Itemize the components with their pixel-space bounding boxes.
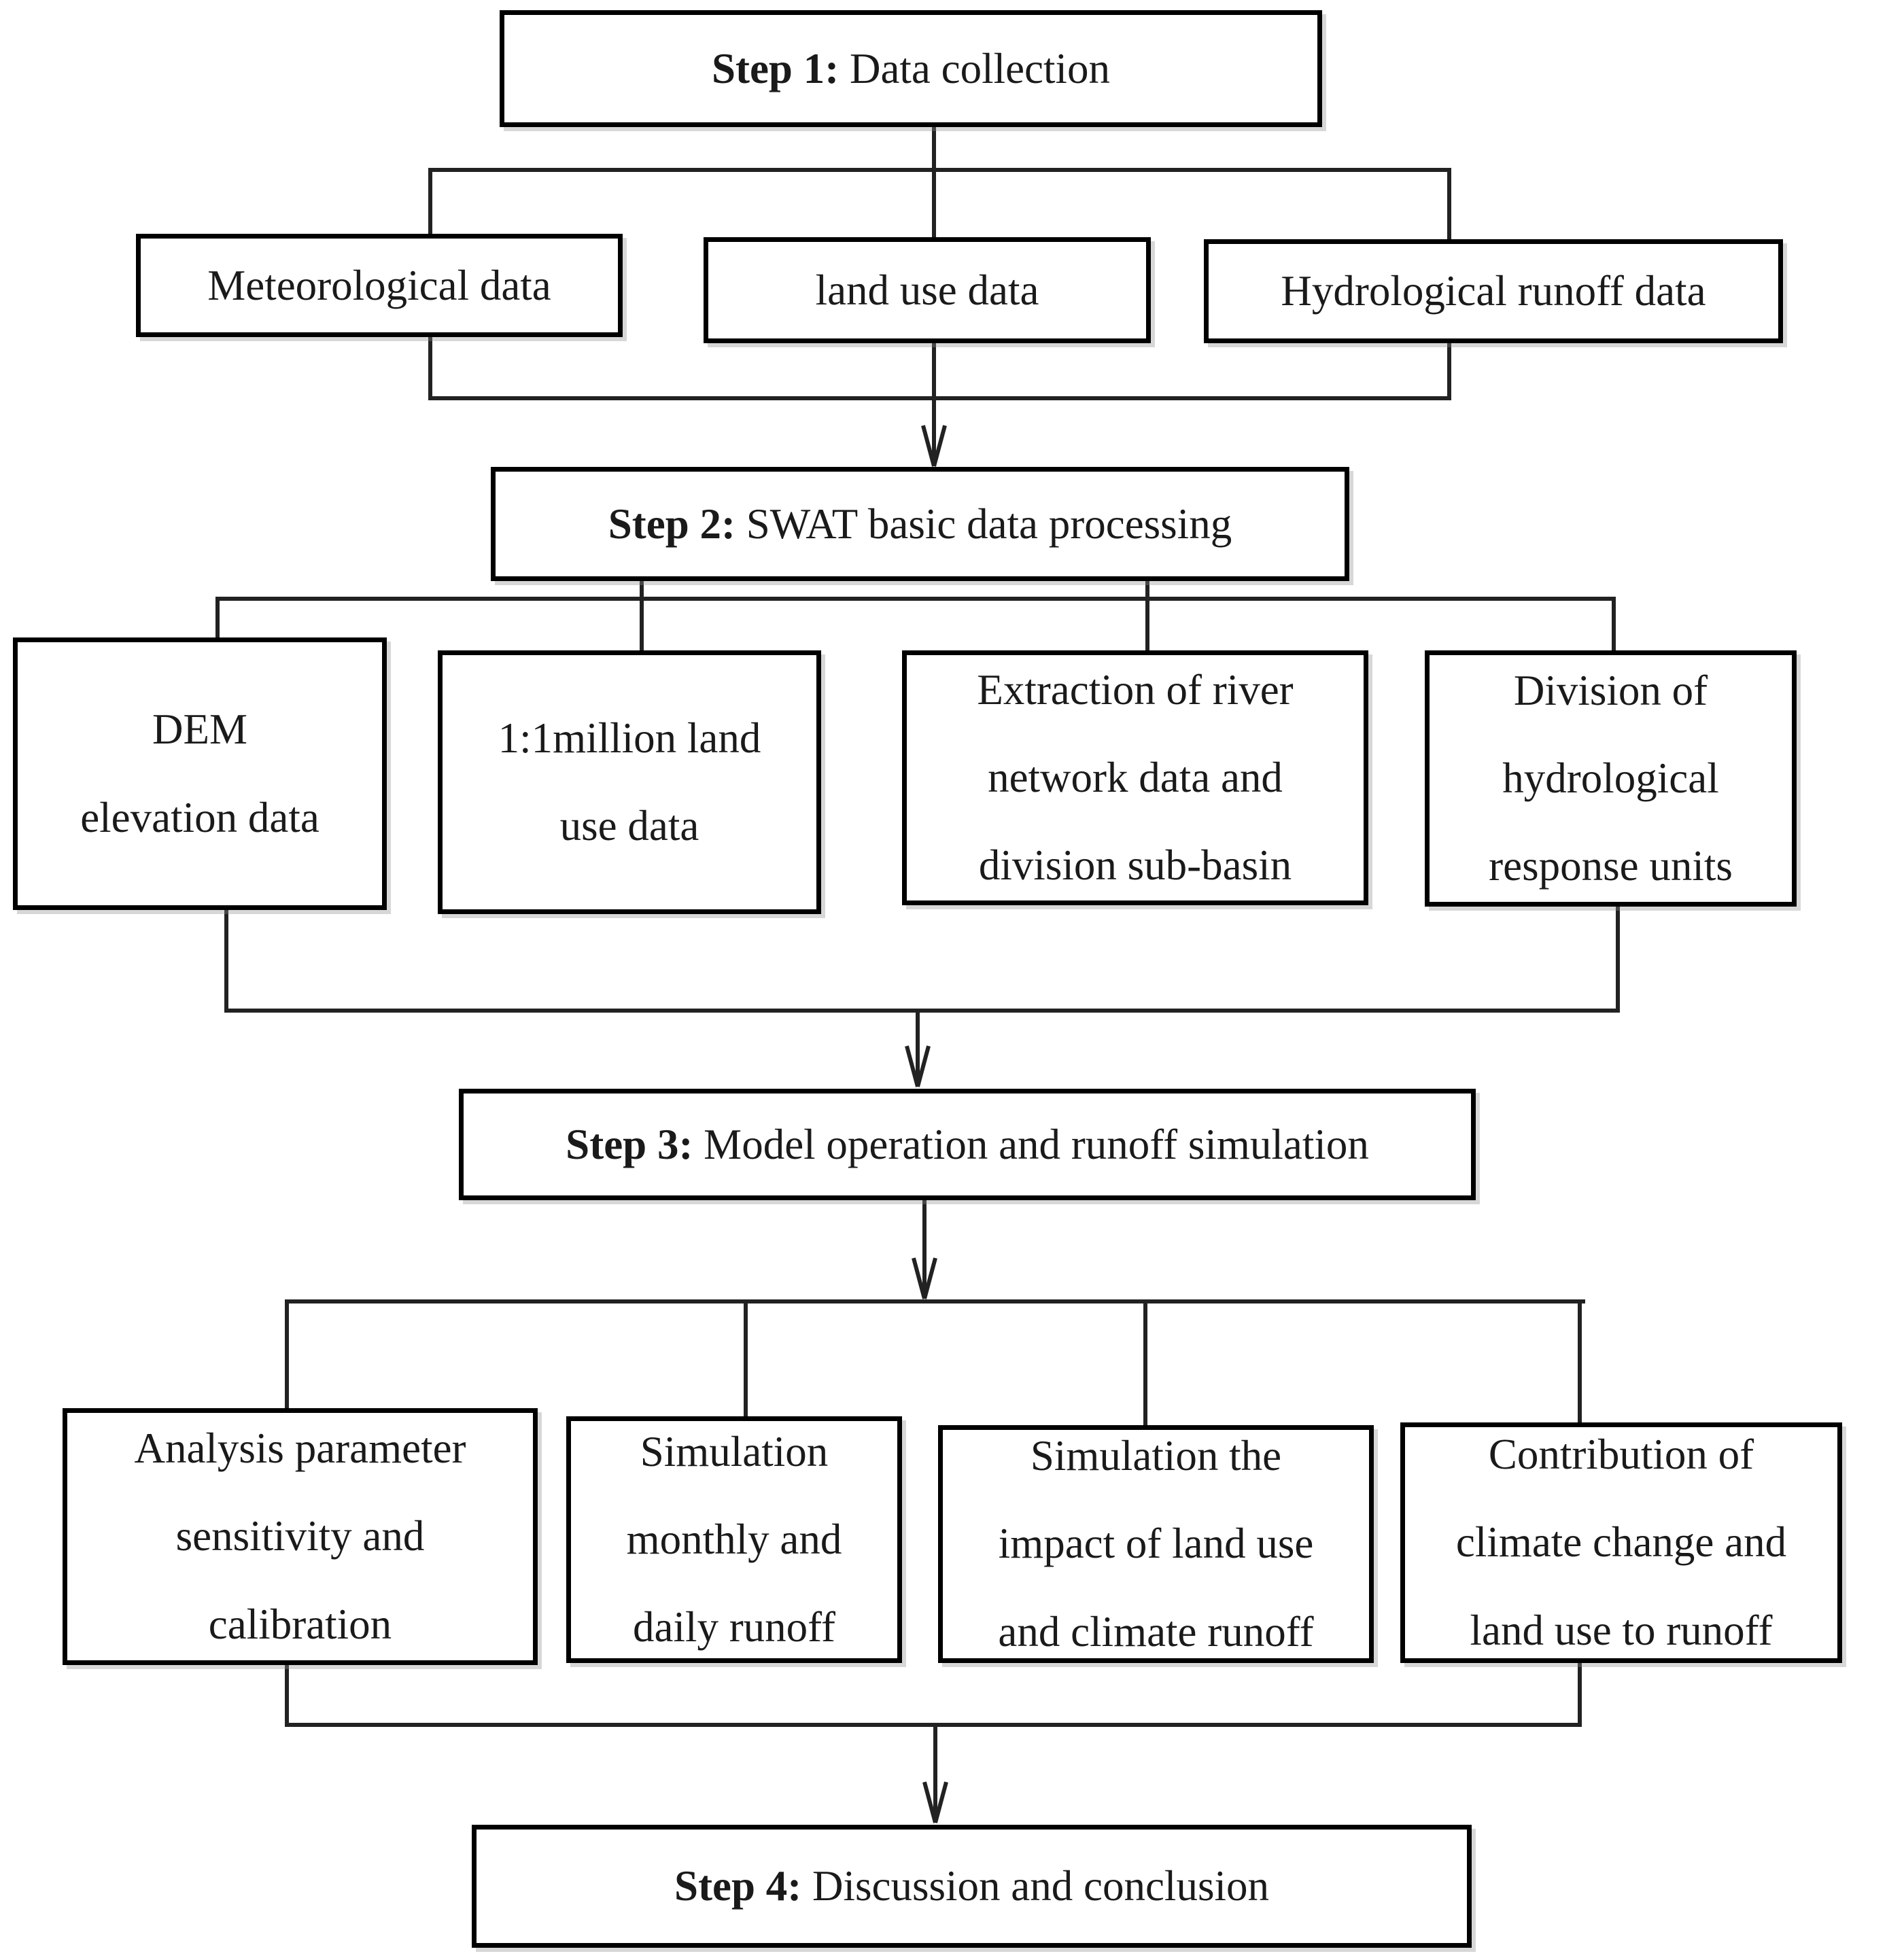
contribution-line: land use to runoff bbox=[1470, 1606, 1773, 1654]
step4-label: Step 4: Discussion and conclusion bbox=[674, 1862, 1269, 1910]
step2-box: Step 2: SWAT basic data processing bbox=[491, 467, 1349, 581]
connector-line bbox=[224, 1009, 1620, 1013]
division-line: hydrological bbox=[1502, 754, 1719, 802]
simulation-monthly-daily-box: Simulation monthly and daily runoff bbox=[566, 1416, 902, 1663]
land-use-data-label: land use data bbox=[815, 266, 1039, 314]
sim-impact-line: impact of land use bbox=[998, 1520, 1314, 1568]
connector-line bbox=[640, 581, 644, 652]
contribution-line: Contribution of bbox=[1488, 1431, 1754, 1479]
division-line: Division of bbox=[1513, 666, 1708, 714]
connector-line bbox=[428, 337, 432, 400]
simulation-impact-box: Simulation the impact of land use and cl… bbox=[938, 1425, 1374, 1663]
extraction-line: division sub-basin bbox=[978, 841, 1292, 890]
connector-line bbox=[428, 168, 432, 236]
connector-line bbox=[430, 396, 1451, 400]
connector-line bbox=[1578, 1299, 1582, 1424]
connector-line bbox=[1616, 907, 1620, 1013]
connector-line bbox=[932, 127, 936, 239]
connector-line bbox=[215, 597, 220, 640]
dem-line: elevation data bbox=[80, 793, 319, 841]
connector-line bbox=[287, 1299, 1585, 1303]
million-line: 1:1million land bbox=[498, 714, 761, 762]
contribution-line: climate change and bbox=[1455, 1518, 1787, 1567]
extraction-river-network-box: Extraction of river network data and div… bbox=[902, 650, 1368, 905]
sim-monthly-line: monthly and bbox=[626, 1515, 842, 1563]
step3-box: Step 3: Model operation and runoff simul… bbox=[459, 1089, 1476, 1200]
connector-line bbox=[744, 1299, 748, 1418]
connector-line bbox=[1447, 343, 1451, 400]
step1-label: Step 1: Data collection bbox=[711, 44, 1111, 92]
sim-impact-line: Simulation the bbox=[1030, 1432, 1282, 1480]
dem-elevation-data-box: DEM elevation data bbox=[13, 637, 387, 910]
analysis-line: Analysis parameter bbox=[134, 1424, 466, 1473]
division-line: response units bbox=[1489, 842, 1733, 890]
connector-line bbox=[1145, 581, 1149, 652]
connector-line bbox=[1447, 168, 1451, 241]
analysis-line: calibration bbox=[208, 1600, 392, 1648]
connector-line bbox=[285, 1299, 289, 1410]
step2-label: Step 2: SWAT basic data processing bbox=[608, 500, 1232, 548]
contribution-climate-box: Contribution of climate change and land … bbox=[1400, 1422, 1842, 1663]
connector-line bbox=[285, 1665, 289, 1727]
connector-line bbox=[922, 1200, 927, 1299]
dem-line: DEM bbox=[152, 705, 247, 754]
meteorological-data-box: Meteorological data bbox=[136, 234, 623, 337]
connector-line bbox=[1143, 1299, 1147, 1427]
step4-box: Step 4: Discussion and conclusion bbox=[472, 1825, 1472, 1948]
hydrological-runoff-data-label: Hydrological runoff data bbox=[1281, 267, 1706, 315]
step3-label: Step 3: Model operation and runoff simul… bbox=[566, 1120, 1369, 1168]
sim-monthly-line: Simulation bbox=[640, 1427, 829, 1475]
division-hydrological-units-box: Division of hydrological response units bbox=[1425, 650, 1797, 907]
extraction-line: Extraction of river bbox=[977, 665, 1294, 714]
sim-monthly-line: daily runoff bbox=[632, 1603, 836, 1651]
connector-line bbox=[224, 910, 228, 1013]
hydrological-runoff-data-box: Hydrological runoff data bbox=[1204, 239, 1783, 343]
extraction-line: network data and bbox=[988, 753, 1283, 801]
million-line: use data bbox=[559, 802, 699, 850]
connector-line bbox=[932, 343, 936, 466]
analysis-parameter-box: Analysis parameter sensitivity and calib… bbox=[63, 1408, 538, 1665]
sim-impact-line: and climate runoff bbox=[998, 1607, 1314, 1656]
connector-line bbox=[1578, 1663, 1582, 1727]
connector-line bbox=[916, 1009, 920, 1086]
meteorological-data-label: Meteorological data bbox=[207, 261, 551, 309]
million-land-use-data-box: 1:1million land use data bbox=[438, 650, 821, 914]
land-use-data-box: land use data bbox=[704, 237, 1151, 343]
step1-box: Step 1: Data collection bbox=[500, 10, 1322, 127]
connector-line bbox=[933, 1723, 937, 1821]
connector-line bbox=[430, 168, 1451, 172]
connector-line bbox=[215, 597, 1616, 601]
analysis-line: sensitivity and bbox=[175, 1512, 425, 1560]
connector-line bbox=[1612, 597, 1616, 652]
